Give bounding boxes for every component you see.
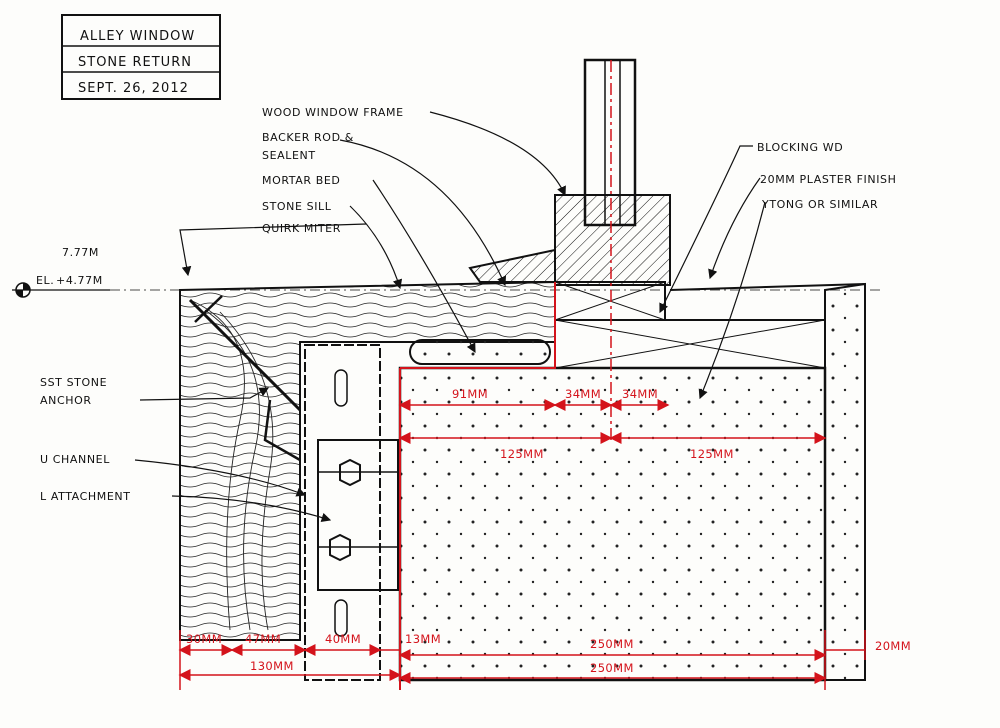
label-backer-rod-2: SEALENT — [262, 149, 316, 162]
bolt-icon — [339, 458, 361, 487]
elevation-prefix: EL. — [36, 274, 54, 287]
title-line1: ALLEY WINDOW — [80, 29, 195, 44]
title-date: SEPT. 26, 2012 — [78, 81, 189, 96]
window-frame — [468, 58, 671, 286]
label-backer-rod-1: BACKER ROD & — [262, 131, 354, 144]
label-sst-anchor-1: SST STONE — [40, 376, 107, 389]
l-attachment — [317, 439, 399, 591]
label-stone-sill: STONE SILL — [262, 200, 332, 213]
dim-34b: 34MM — [622, 387, 658, 401]
label-wood-window-frame: WOOD WINDOW FRAME — [262, 106, 404, 119]
label-plaster-finish: 20MM PLASTER FINISH — [760, 173, 897, 186]
elevation-top: 7.77M — [62, 246, 99, 259]
mortar-bed — [409, 339, 551, 365]
label-mortar-bed: MORTAR BED — [262, 174, 341, 187]
dim-13: 13MM — [405, 632, 441, 646]
callout-labels: WOOD WINDOW FRAME BACKER ROD & SEALENT M… — [40, 106, 897, 503]
label-blocking-wd: BLOCKING WD — [757, 141, 843, 154]
label-u-channel: U CHANNEL — [40, 453, 110, 466]
sst-anchor — [188, 295, 302, 462]
dimension-lines — [178, 399, 865, 684]
leader-lines — [134, 111, 766, 523]
dim-91: 91MM — [452, 387, 488, 401]
u-channel — [304, 344, 381, 681]
blocking-wood — [554, 281, 826, 369]
dim-30: 30MM — [186, 632, 222, 646]
dim-47: 47MM — [245, 632, 281, 646]
dim-250a: 250MM — [590, 637, 634, 651]
dim-250b: 250MM — [590, 661, 634, 675]
wall-section — [398, 282, 866, 682]
dim-125b: 125MM — [690, 447, 734, 461]
elevation-bottom: +4.77M — [56, 274, 103, 287]
label-quirk-miter: QUIRK MITER — [262, 222, 341, 235]
dim-125a: 125MM — [500, 447, 544, 461]
dim-20: 20MM — [875, 639, 911, 653]
dim-130: 130MM — [250, 659, 294, 673]
label-sst-anchor-2: ANCHOR — [40, 394, 92, 407]
title-line2: STONE RETURN — [78, 55, 192, 70]
bolt-icon — [329, 533, 351, 562]
label-l-attachment: L ATTACHMENT — [40, 490, 131, 503]
label-ytong: YTONG OR SIMILAR — [761, 198, 878, 211]
dim-40: 40MM — [325, 632, 361, 646]
title-block: ALLEY WINDOW STONE RETURN SEPT. 26, 2012 — [61, 14, 221, 100]
dimension-text: 91MM 34MM 34MM 125MM 125MM 30MM 47MM 40M… — [186, 387, 911, 675]
redline-markup — [179, 60, 866, 690]
dim-34a: 34MM — [565, 387, 601, 401]
title-frame — [61, 14, 221, 100]
